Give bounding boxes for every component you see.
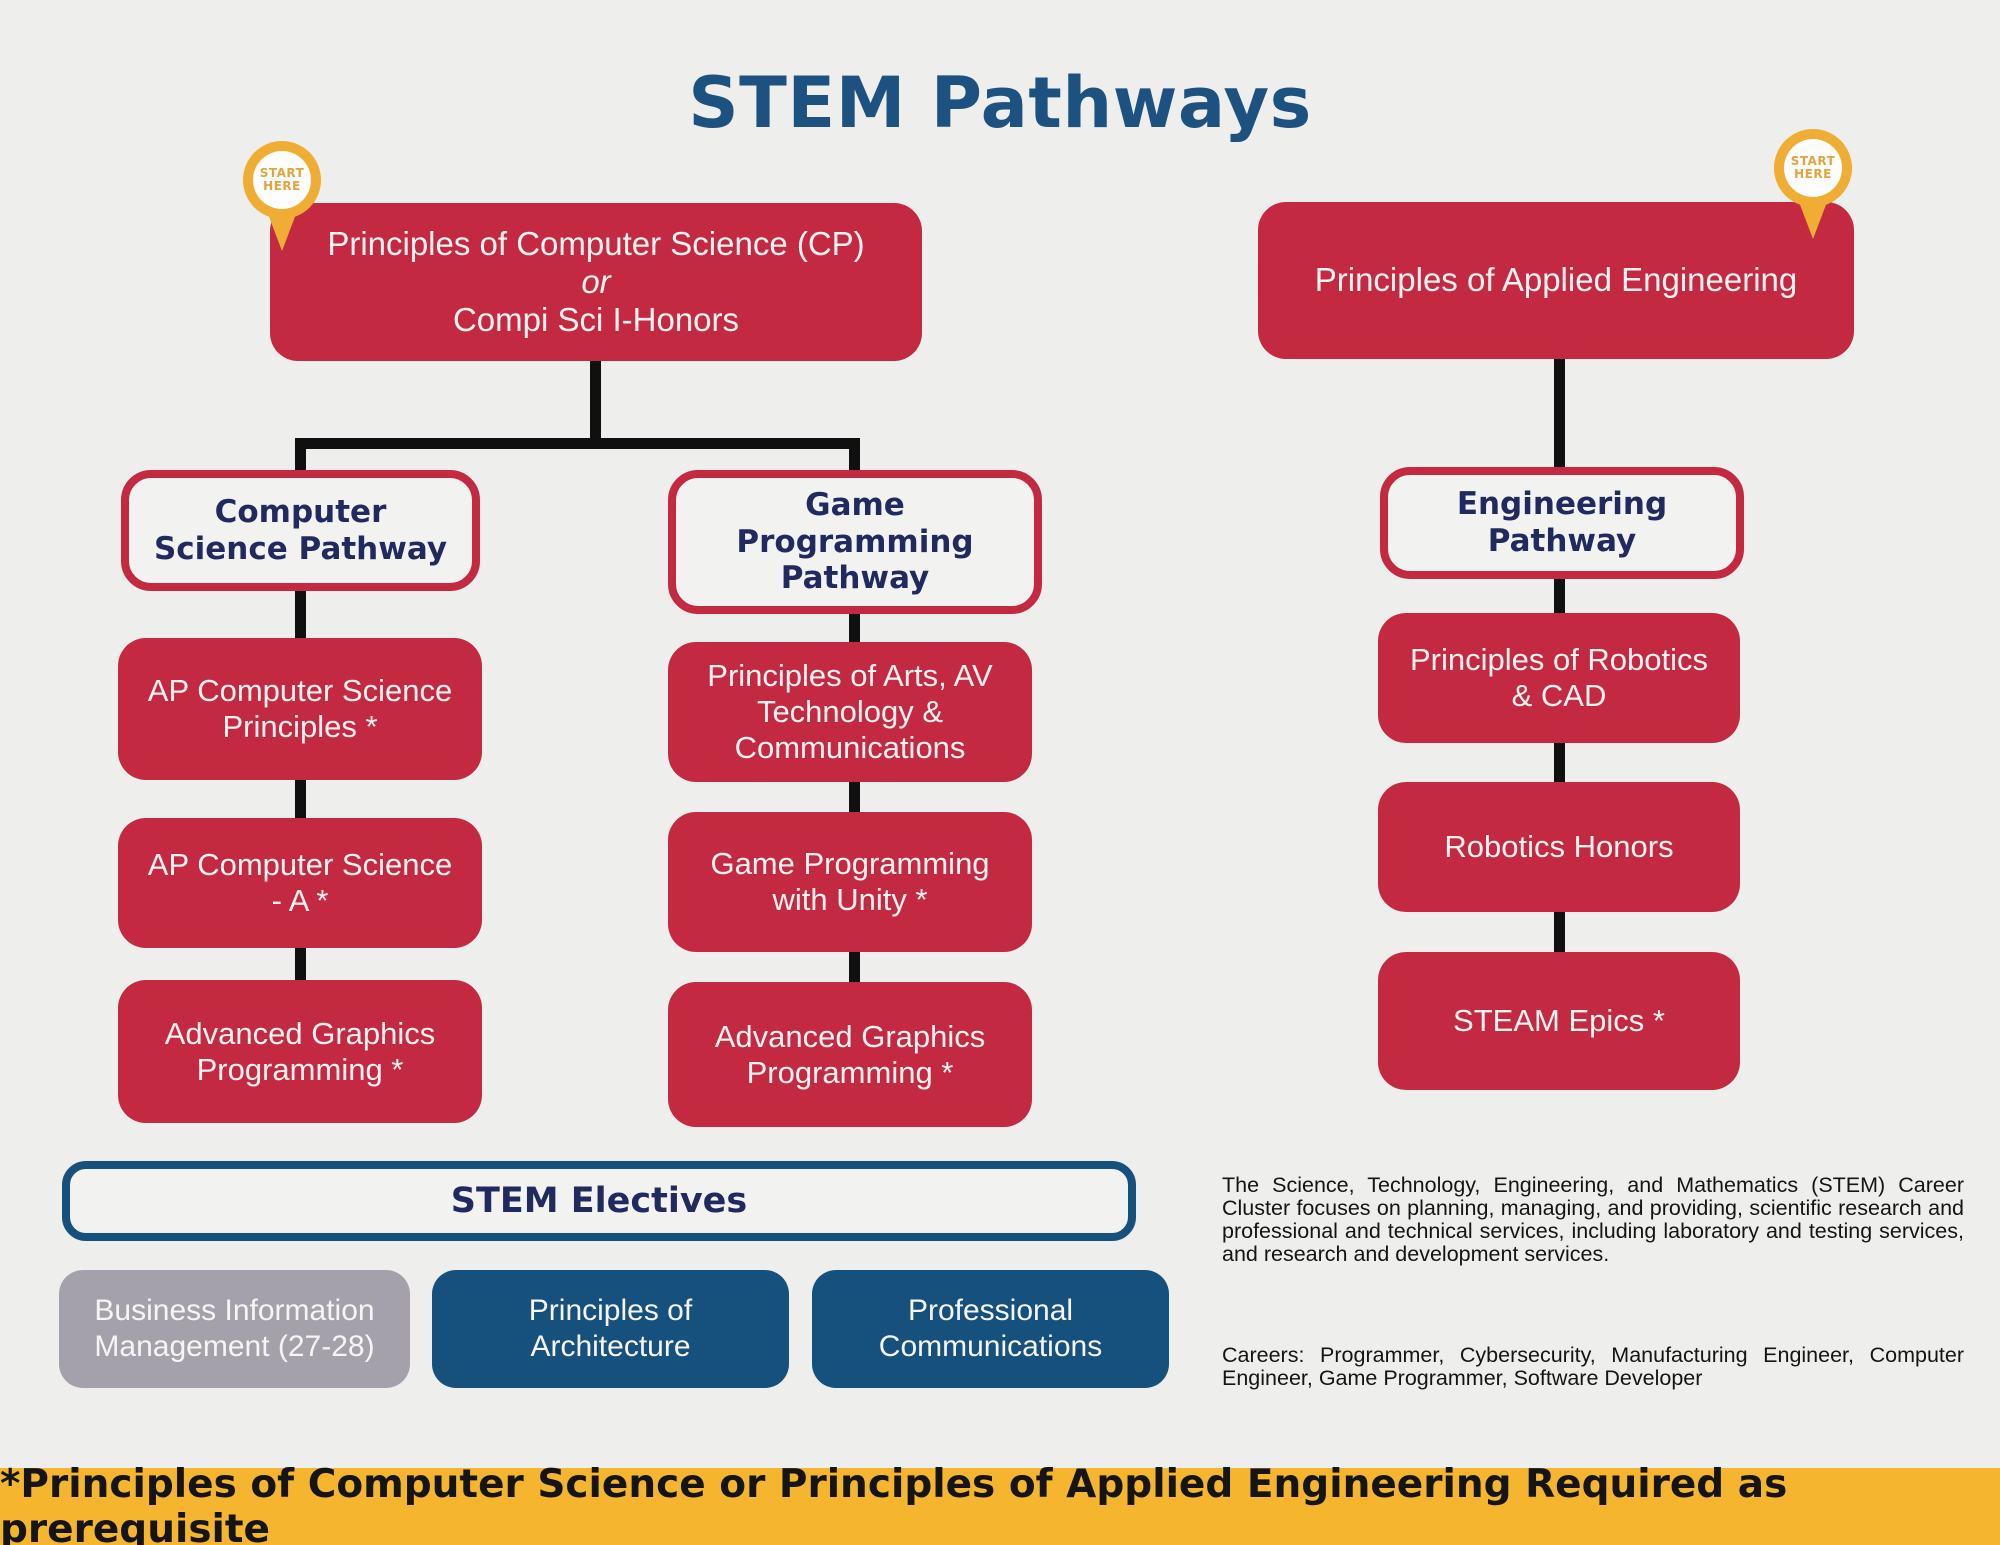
map-pin-icon: START HERE (1774, 129, 1852, 207)
course-line-or: or (581, 262, 611, 300)
course-line: Compi Sci I-Honors (452, 301, 740, 339)
connector-cs-2 (295, 775, 306, 825)
pin-label-here: HERE (1794, 167, 1832, 181)
pathway-box-computer-science: Computer Science Pathway (121, 470, 480, 591)
pathway-title-line: Computer (214, 493, 387, 530)
pathway-title-line: Pathway (1487, 523, 1637, 559)
connector-cs-3 (295, 943, 306, 988)
connector-cs-drop-right (849, 438, 860, 480)
pathway-title-line: Game (805, 487, 905, 524)
pathway-box-engineering: Engineering Pathway (1380, 467, 1744, 579)
connector-eng-2 (1554, 738, 1565, 790)
page-title: STEM Pathways (688, 62, 1312, 144)
connector-cs-drop-left (295, 438, 306, 480)
pin-label: START HERE (1784, 139, 1842, 197)
pathway-box-game-programming: Game Programming Pathway (668, 470, 1042, 614)
course-box-advanced-graphics-cs: Advanced Graphics Programming * (118, 980, 482, 1123)
stem-cluster-description: The Science, Technology, Engineering, an… (1222, 1172, 1964, 1266)
connector-game-2 (849, 777, 860, 819)
pin-label-here: HERE (263, 179, 301, 193)
connector-cs-branch (295, 438, 860, 449)
course-line: Principles of Computer Science (CP) (327, 224, 865, 262)
pathway-title-line: Science Pathway (153, 530, 448, 567)
elective-box-business-information-management: Business Information Management (27-28) (59, 1270, 410, 1388)
stem-electives-title: STEM Electives (450, 1181, 748, 1221)
prerequisite-banner: *Principles of Computer Science or Princ… (0, 1462, 2000, 1545)
map-pin-icon: START HERE (243, 141, 321, 219)
pathway-title-line: Engineering (1456, 486, 1668, 523)
prerequisite-note: *Principles of Computer Science or Princ… (0, 1461, 1788, 1545)
connector-cs-1 (295, 585, 306, 645)
course-box-steam-epics: STEAM Epics * (1378, 952, 1740, 1090)
course-box-ap-cs-a: AP Computer Science - A * (118, 818, 482, 948)
course-box-principles-of-applied-engineering: Principles of Applied Engineering (1258, 202, 1854, 359)
start-here-pin-left: START HERE (243, 141, 321, 255)
course-box-robotics-cad: Principles of Robotics & CAD (1378, 613, 1740, 743)
pathway-title-line: Pathway (780, 560, 930, 597)
course-box-ap-cs-principles: AP Computer Science Principles * (118, 638, 482, 780)
elective-box-principles-of-architecture: Principles of Architecture (432, 1270, 789, 1388)
connector-game-1 (849, 608, 860, 650)
connector-cs-stem (590, 356, 601, 444)
connector-eng-3 (1554, 907, 1565, 960)
pathway-title-line: Programming (736, 523, 974, 560)
connector-eng-stem (1554, 353, 1565, 473)
course-box-robotics-honors: Robotics Honors (1378, 782, 1740, 912)
course-box-principles-of-computer-science: Principles of Computer Science (CP) or C… (270, 203, 922, 361)
course-box-advanced-graphics-game: Advanced Graphics Programming * (668, 982, 1032, 1127)
course-line: Principles of Applied Engineering (1314, 261, 1798, 299)
start-here-pin-right: START HERE (1774, 129, 1852, 243)
pin-label-start: START (259, 165, 305, 180)
course-box-arts-av-tech: Principles of Arts, AV Technology & Comm… (668, 642, 1032, 782)
pin-label-start: START (1790, 153, 1836, 168)
elective-box-professional-communications: Professional Communications (812, 1270, 1169, 1388)
connector-game-3 (849, 945, 860, 990)
connector-eng-1 (1554, 573, 1565, 621)
careers-list: Careers: Programmer, Cybersecurity, Manu… (1222, 1342, 1964, 1390)
stem-electives-frame: STEM Electives (62, 1161, 1136, 1241)
pin-label: START HERE (253, 151, 311, 209)
course-box-game-programming-unity: Game Programming with Unity * (668, 812, 1032, 952)
